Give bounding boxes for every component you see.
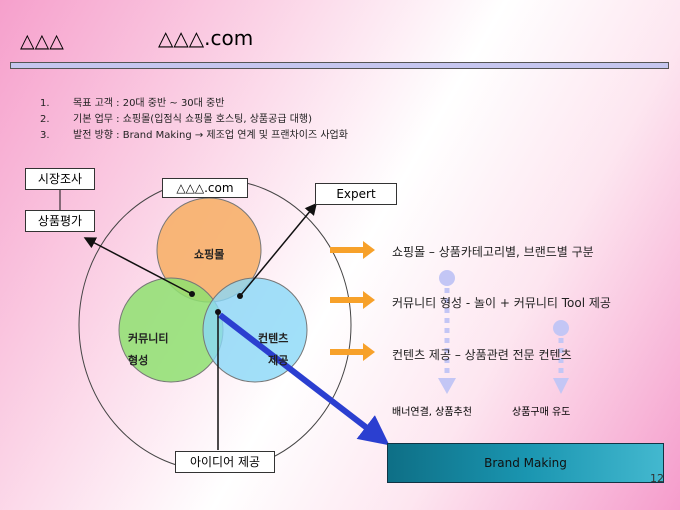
- page-number: 12: [650, 472, 664, 485]
- orange-arrows: [330, 241, 375, 361]
- research-arrow: [83, 237, 193, 295]
- right-item-content: 컨텐츠 제공 – 상품관련 전문 컨텐츠: [392, 348, 572, 362]
- expert-box: Expert: [315, 183, 397, 205]
- list-item: 1.목표 고객 : 20대 중반 ~ 30대 중반: [40, 98, 225, 109]
- expert-arrow: [239, 202, 317, 297]
- product-eval-box: 상품평가: [25, 210, 95, 232]
- dotted-arrows: [438, 270, 569, 394]
- right-item-community: 커뮤니티 형성 - 놀이 + 커뮤니티 Tool 제공: [392, 296, 611, 310]
- shop-label: 쇼핑몰: [194, 248, 225, 261]
- slide-left-title: △△△: [20, 30, 64, 52]
- banner-label: 배너연결, 상품추천: [392, 407, 472, 418]
- brand-making-box: Brand Making: [387, 443, 664, 483]
- list-item: 2.기본 업무 : 쇼핑몰(입점식 쇼핑몰 호스팅, 상품공급 대행): [40, 114, 313, 125]
- goal-list: 1.목표 고객 : 20대 중반 ~ 30대 중반 2.기본 업무 : 쇼핑몰(…: [40, 96, 348, 144]
- title-divider: [10, 62, 669, 69]
- idea-box: 아이디어 제공: [175, 451, 275, 473]
- site-label-box: △△△.com: [162, 178, 248, 198]
- purchase-label: 상품구매 유도: [512, 407, 571, 418]
- community-label: 커뮤니티 형성: [128, 332, 169, 367]
- market-research-box: 시장조사: [25, 168, 95, 190]
- content-label: 컨텐츠 제공: [258, 332, 289, 367]
- brand-arrow: [218, 312, 390, 446]
- slide-title: △△△.com: [158, 26, 254, 50]
- right-item-shop: 쇼핑몰 – 상품카테고리별, 브랜드별 구분: [392, 245, 594, 259]
- list-item: 3.발전 방향 : Brand Making → 제조업 연계 및 프랜차이즈 …: [40, 130, 348, 141]
